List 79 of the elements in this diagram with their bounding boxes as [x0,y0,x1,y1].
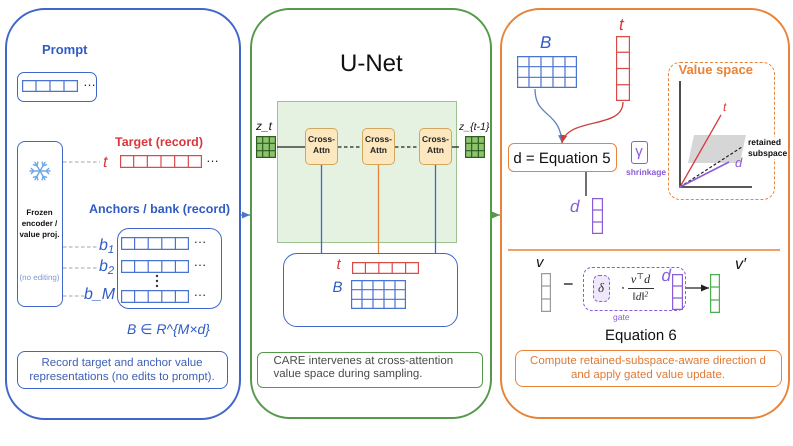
ellipsis: … [194,284,206,300]
annotation-text: gate [613,313,630,323]
block-label: Cross- Attn [364,134,393,156]
panel [500,8,790,419]
block-label: Cross- Attn [421,134,450,156]
variable-label: t [103,154,108,172]
operator-text: · [620,278,626,296]
variable-label: B [540,33,552,53]
connector-line [63,161,100,163]
ellipsis: … [194,232,206,246]
connector-line [320,165,322,253]
variable-label: t [619,15,624,35]
attention-block [305,128,338,165]
symbol-text: γ [634,142,644,160]
connector-line [434,165,436,253]
connector-line [63,295,84,297]
variable-label: b$_{2}$ [99,258,114,276]
caption-box [257,352,483,388]
connector-line [63,246,99,248]
bank-frame [117,228,222,309]
variable-label: z_t [256,120,272,134]
variable-label: t [723,101,726,115]
variable-label: b$_{1}$ [99,237,114,256]
connector-line [338,146,362,148]
heading: Prompt [42,43,88,58]
title: U-Net [340,50,403,78]
heading: Value space [678,62,753,78]
memory-frame [283,253,458,327]
gate-frame [583,267,686,311]
arrow [492,212,500,218]
denominator-text: ‖d‖$^{2}$ [632,290,650,304]
gate-factor-box [592,274,610,302]
variable-label: B [332,278,343,296]
connector-line [585,172,587,196]
arrow [534,88,564,144]
panel [5,8,241,420]
encoder-label: Frozen encoder / value proj. [18,206,60,240]
variable-label: z_{t-1} [459,121,490,134]
heading: Anchors / bank (record) [89,202,230,216]
caption-box [515,350,782,387]
connector-line [452,146,459,148]
caption-text: CARE intervenes at cross-attention value space during sampling. [274,355,454,381]
equation-box [508,143,617,172]
caption-box [17,351,228,389]
connector-line [277,146,305,148]
caption-text: Record target and anchor value representations (no edits to prompt). [28,356,216,384]
connector-line [395,146,419,148]
ellipsis: … [194,254,206,270]
numerator-text: v$^{⊤}$d [628,272,654,288]
parameter-box [631,141,648,164]
attention-block [419,128,452,165]
caption-text: Compute retained-subspace-aware direction d and apply gated value update. [529,354,767,382]
block-label: Cross- Attn [307,134,336,156]
note-text: (no editing) [18,272,61,282]
encoder-box [17,141,63,307]
variable-label: v [536,254,544,272]
symbol-text: δ [596,280,606,296]
unet-block [277,101,457,243]
heading: Target (record) [115,135,203,150]
variable-label: d [570,197,580,217]
variable-label: t [336,256,341,273]
annotation-text: shrinkage [626,168,666,178]
panel [250,8,492,419]
variable-label: d [735,156,742,171]
arrow [561,102,624,144]
connector-line [63,267,99,269]
variable-label: v′ [735,256,746,274]
equation-text: d = Equation 5 [512,150,612,167]
operator-text: − [563,274,574,295]
arrow [241,212,250,218]
matrix-label: B ∈ R^{M×d} [127,321,210,338]
ellipsis: … [83,75,96,90]
connector-line [378,165,380,253]
variable-label: b_M [84,286,116,304]
equation-text: Equation 6 [605,327,677,344]
variable-label: d [662,268,671,282]
ellipsis: … [206,151,219,166]
attention-block [362,128,395,165]
annotation-text: retained subspace [748,136,788,158]
